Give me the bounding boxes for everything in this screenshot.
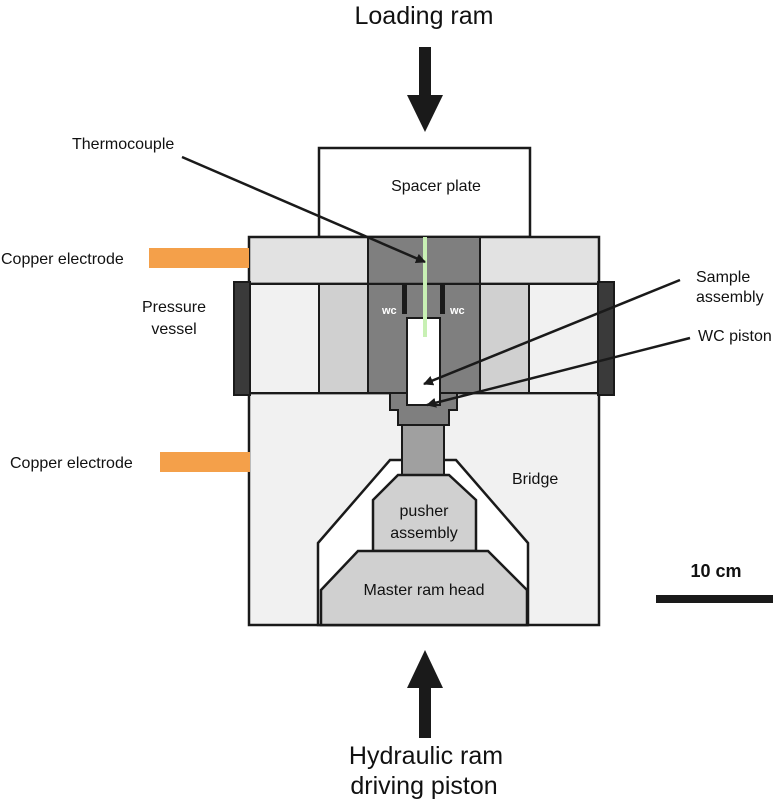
spacer-plate-label: Spacer plate (391, 178, 481, 195)
bridge-label: Bridge (512, 471, 558, 488)
thermocouple-leader (181, 155, 426, 264)
sample-assembly-label-line1: Sample (696, 269, 750, 286)
copper-electrode-top-label: Copper electrode (1, 251, 124, 268)
vessel-band-left (233, 281, 251, 396)
spacer-plate (317, 146, 532, 239)
copper-electrode-bottom-label: Copper electrode (10, 455, 133, 472)
loading-ram-arrow-icon (407, 47, 443, 132)
scale-bar-label: 10 cm (690, 561, 741, 581)
pusher-label-line2: assembly (390, 525, 458, 542)
copper-electrode-top (149, 248, 249, 268)
hydraulic-ram-label-line2: driving piston (350, 772, 497, 800)
hydraulic-ram-arrow-icon (407, 650, 443, 738)
pressure-vessel-label-line1: Pressure (142, 299, 206, 316)
wc-piston-leader (426, 336, 691, 408)
core-divider-right (440, 284, 445, 314)
pressure-vessel-outer-left (248, 283, 320, 394)
master-ram-head (319, 549, 529, 627)
pressure-vessel-label-line2: vessel (151, 321, 196, 338)
wc-left-label: wc (381, 305, 397, 317)
pressure-vessel-ring-left (318, 283, 369, 394)
wc-right-label: wc (449, 305, 465, 317)
core-divider-left (402, 284, 407, 314)
thermocouple-label: Thermocouple (72, 136, 174, 153)
wc-piston-label: WC piston (698, 328, 772, 345)
sample-assembly-label-line2: assembly (696, 289, 764, 306)
pressure-vessel-ring-right (479, 283, 530, 394)
loading-ram-label: Loading ram (355, 2, 494, 30)
vessel-band-right (597, 281, 615, 396)
sample-chamber (406, 317, 441, 406)
thermocouple-wire (423, 237, 427, 337)
copper-electrode-bottom (160, 452, 250, 472)
sample-assembly-leader (423, 278, 681, 386)
pusher-label-line1: pusher (400, 503, 450, 520)
piston-shaft (401, 424, 445, 476)
scale-bar (656, 595, 773, 603)
hydraulic-ram-label-line1: Hydraulic ram (349, 742, 503, 770)
master-ram-head-label: Master ram head (364, 582, 485, 599)
